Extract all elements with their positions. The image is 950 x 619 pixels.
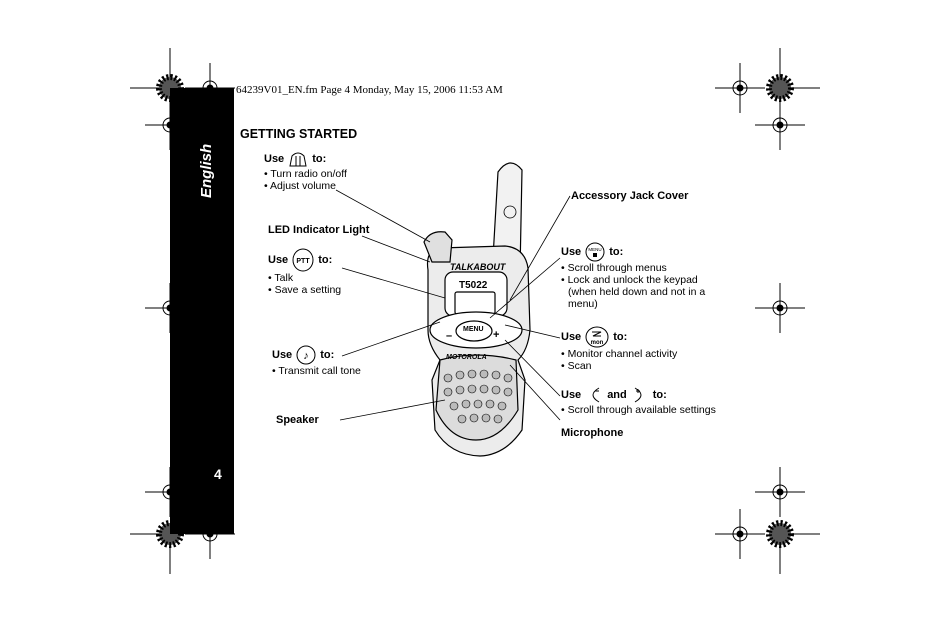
callout-power-knob: Use to: • Turn radio on/off • Adjust vol… — [264, 150, 347, 192]
to-label: to: — [652, 389, 667, 401]
to-label: to: — [318, 254, 333, 266]
plus-button-icon — [634, 387, 642, 403]
led-indicator-label: LED Indicator Light — [268, 224, 370, 236]
accessory-jack-cover-label: Accessory Jack Cover — [571, 190, 689, 202]
music-note-icon: ♪ — [296, 345, 316, 365]
bullet-item: • Scan — [561, 360, 592, 372]
knob-icon — [289, 152, 307, 167]
callout-call-tone: Use ♪ to: • Transmit call tone — [272, 345, 361, 377]
use-label: Use — [561, 331, 582, 343]
use-label: Use — [561, 389, 582, 401]
monitor-icon-text: mon — [591, 340, 604, 346]
callout-scroll: Use and to: • Scroll through available s… — [561, 386, 716, 416]
ptt-icon-text: PTT — [297, 258, 311, 265]
bullet-item: • Adjust volume — [264, 180, 336, 192]
radio-menu-key: MENU — [463, 326, 484, 333]
to-label: to: — [613, 331, 628, 343]
radio-plus-key: + — [493, 329, 500, 341]
use-label: Use — [264, 153, 285, 165]
monitor-button-icon: mon — [585, 326, 609, 348]
bullet-continuation: (when held down and not in a — [568, 286, 706, 298]
bullet-item: • Monitor channel activity — [561, 348, 678, 360]
section-title: GETTING STARTED — [240, 127, 358, 141]
use-label: Use — [561, 246, 582, 258]
to-label: to: — [312, 153, 327, 165]
and-label: and — [607, 389, 627, 401]
speaker-label: Speaker — [276, 414, 319, 426]
callout-menu: Use MENU to: • Scroll through menus • Lo… — [561, 242, 705, 310]
radio-model: T5022 — [459, 280, 488, 291]
menu-button-icon: MENU — [585, 242, 605, 262]
use-label: Use — [268, 254, 289, 266]
bullet-item: • Turn radio on/off — [264, 168, 347, 180]
bullet-item: • Scroll through menus — [561, 262, 667, 274]
power-knob — [423, 231, 453, 263]
radio-minus-key: – — [446, 330, 453, 342]
minus-button-icon — [592, 387, 600, 403]
to-label: to: — [609, 246, 624, 258]
language-sidebar — [170, 88, 234, 534]
bullet-item: • Save a setting — [268, 284, 342, 296]
svg-text:♪: ♪ — [303, 350, 309, 362]
bullet-item: • Transmit call tone — [272, 365, 361, 377]
to-label: to: — [320, 349, 335, 361]
ptt-button-icon: PTT — [292, 248, 314, 272]
callout-ptt: Use PTT to: • Talk • Save a setting — [268, 248, 341, 296]
menu-icon-text: MENU — [589, 247, 602, 252]
radio-logo: MOTOROLA — [446, 354, 487, 361]
bullet-item: • Talk — [268, 272, 294, 284]
bullet-item: • Lock and unlock the keypad — [561, 274, 698, 286]
use-label: Use — [272, 349, 293, 361]
page-number: 4 — [214, 466, 222, 482]
callout-monitor: Use mon to: • Monitor channel activity •… — [561, 326, 677, 372]
bullet-item: • Scroll through available settings — [561, 404, 716, 416]
bullet-continuation: menu) — [568, 298, 598, 310]
microphone-label: Microphone — [561, 427, 624, 439]
file-header: 64239V01_EN.fm Page 4 Monday, May 15, 20… — [236, 84, 503, 96]
radio-brand-badge: TALKABOUT — [450, 262, 506, 272]
